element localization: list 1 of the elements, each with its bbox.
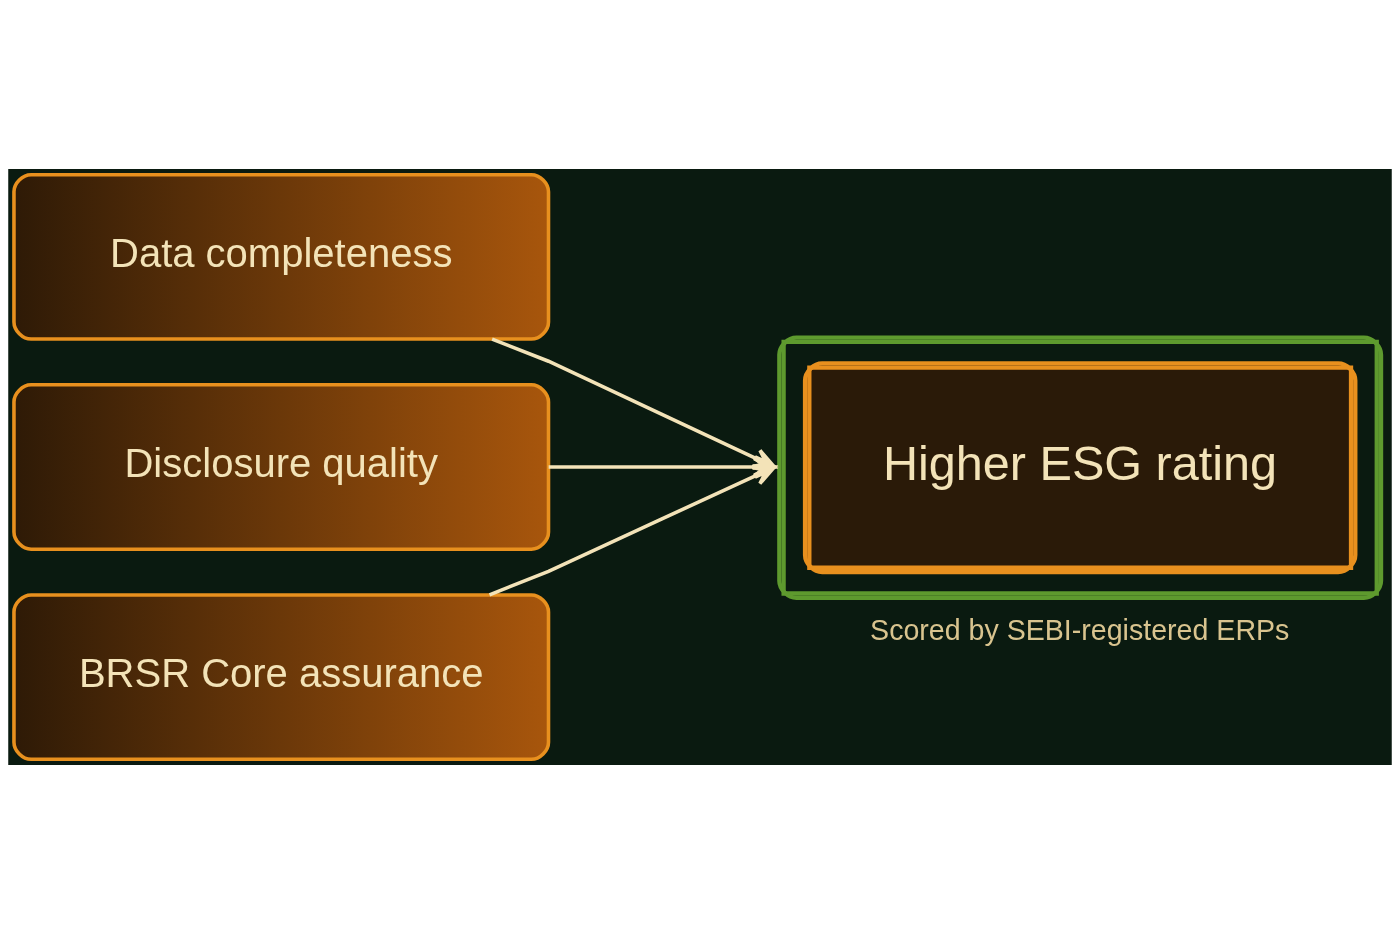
node-label: Scored by SEBI-registered ERPs [870,613,1290,646]
